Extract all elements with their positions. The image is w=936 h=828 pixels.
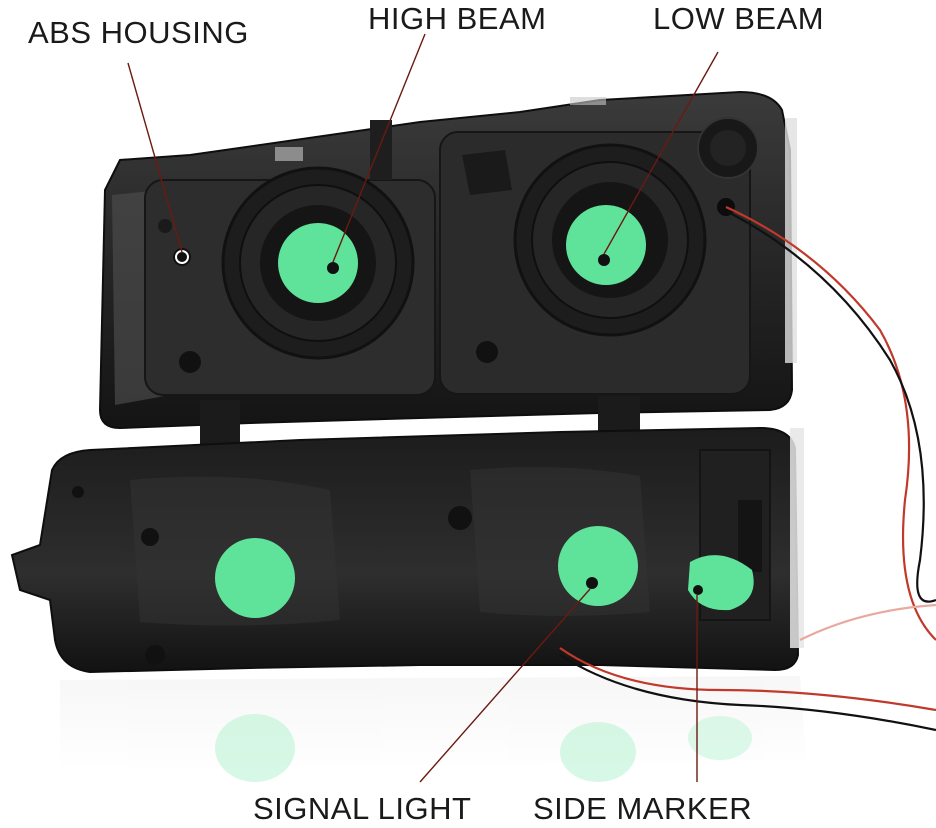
low-beam-cap <box>566 205 646 285</box>
floor-reflection <box>60 676 806 782</box>
upper-housing <box>98 90 797 430</box>
signal-light-cap <box>215 538 295 618</box>
signal-light-label: SIGNAL LIGHT <box>253 791 472 826</box>
leader-signal-light <box>419 588 591 783</box>
signal-light-cap-right <box>558 526 638 606</box>
bulb-caps <box>215 205 754 618</box>
callout-markers <box>173 248 703 595</box>
marker-dot-icon <box>598 254 610 266</box>
leader-lines <box>127 33 719 783</box>
wiring-harness <box>559 205 936 732</box>
leader-abs-housing <box>127 62 183 253</box>
marker-dot-icon <box>586 577 598 589</box>
abs-housing-label: ABS HOUSING <box>28 15 249 50</box>
lower-housing <box>10 426 804 674</box>
leader-high-beam <box>332 33 426 263</box>
side-marker-label: SIDE MARKER <box>533 791 753 826</box>
leader-low-beam <box>603 51 719 255</box>
side-marker-cap <box>688 555 754 611</box>
marker-dot-icon <box>327 262 339 274</box>
high-beam-label: HIGH BEAM <box>368 1 547 36</box>
high-beam-cap <box>278 223 358 303</box>
marker-dot-icon <box>693 585 703 595</box>
low-beam-label: LOW BEAM <box>653 1 825 36</box>
